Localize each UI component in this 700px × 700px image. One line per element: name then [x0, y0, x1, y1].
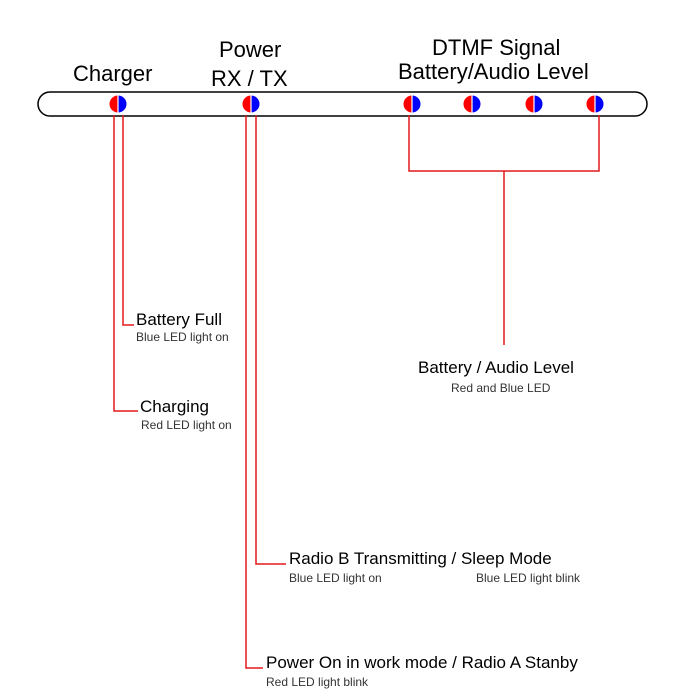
charger-led — [108, 94, 128, 114]
header-dtmf: DTMF Signal — [432, 35, 561, 60]
led-red-half — [403, 95, 412, 113]
detail-battery-full: Blue LED light on — [136, 330, 229, 344]
led-blue-half — [118, 95, 127, 113]
led-red-half — [586, 95, 595, 113]
led-group — [108, 94, 605, 114]
led-blue-half — [534, 95, 543, 113]
led-blue-half — [472, 95, 481, 113]
connector-battery-full — [122, 115, 134, 326]
label-battery-full: Battery Full — [136, 310, 222, 329]
label-power-on: Power On in work mode / Radio A Stanby — [266, 653, 578, 672]
led-rim — [108, 94, 128, 114]
detail-power-on: Red LED light blink — [266, 675, 369, 689]
header-charger: Charger — [73, 61, 153, 86]
led-red-half — [525, 95, 534, 113]
connector-level-bracket — [408, 115, 600, 172]
led-rim — [585, 94, 605, 114]
connector-radio-b — [255, 115, 286, 565]
led-rim — [241, 94, 261, 114]
header-battery-audio: Battery/Audio Level — [398, 59, 589, 84]
led-red-half — [109, 95, 118, 113]
connector-charging — [113, 115, 138, 412]
level-led-1 — [402, 94, 422, 114]
level-led-4 — [585, 94, 605, 114]
led-red-half — [242, 95, 251, 113]
detail-radio-b-left: Blue LED light on — [289, 571, 382, 585]
connector-power-on — [245, 115, 263, 669]
led-red-half — [463, 95, 472, 113]
level-led-3 — [524, 94, 544, 114]
led-rim — [402, 94, 422, 114]
label-charging: Charging — [140, 397, 209, 416]
led-blue-half — [595, 95, 604, 113]
power-led — [241, 94, 261, 114]
led-strip — [37, 91, 648, 117]
label-radio-b: Radio B Transmitting / Sleep Mode — [289, 549, 552, 568]
led-rim — [462, 94, 482, 114]
detail-charging: Red LED light on — [141, 418, 232, 432]
header-rxtx: RX / TX — [211, 66, 288, 91]
led-blue-half — [251, 95, 260, 113]
detail-battery-audio-level: Red and Blue LED — [451, 381, 551, 395]
header-power: Power — [219, 37, 282, 62]
label-battery-audio-level: Battery / Audio Level — [418, 358, 574, 377]
connector-lines — [113, 115, 600, 669]
led-blue-half — [412, 95, 421, 113]
led-rim — [524, 94, 544, 114]
detail-radio-b-right: Blue LED light blink — [476, 571, 581, 585]
level-led-2 — [462, 94, 482, 114]
